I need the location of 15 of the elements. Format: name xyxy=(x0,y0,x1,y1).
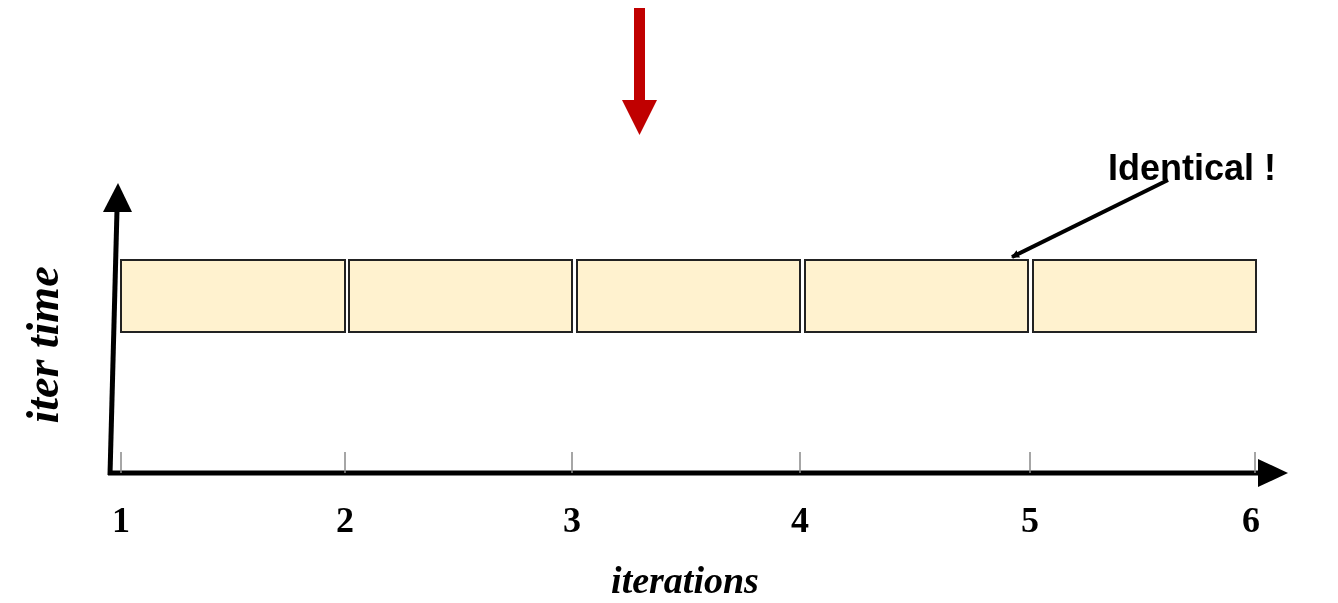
axis-title: iterations xyxy=(610,558,760,602)
iteration-bar xyxy=(348,259,573,333)
callout-text: Identical ! xyxy=(1108,146,1277,190)
tick-label: 1 xyxy=(111,500,131,540)
leader-line xyxy=(1011,178,1169,259)
tick-label: 5 xyxy=(1020,500,1040,540)
tick-label: 4 xyxy=(790,500,810,540)
tick-label: 3 xyxy=(562,500,582,540)
tick-label: 6 xyxy=(1241,500,1261,540)
tick-label: 2 xyxy=(335,500,355,540)
axis-title: iter time xyxy=(18,265,68,426)
iteration-bar xyxy=(1032,259,1257,333)
iteration-bar xyxy=(804,259,1029,333)
iteration-bar xyxy=(120,259,346,333)
iteration-bar xyxy=(576,259,801,333)
